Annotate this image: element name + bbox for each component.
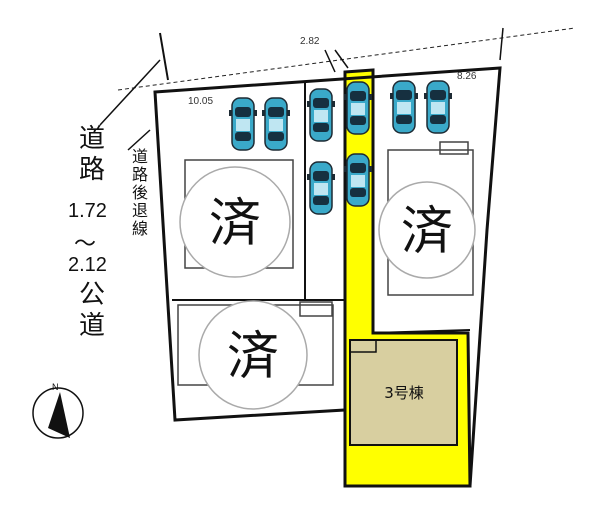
building-3-label: 3号棟 [384,384,424,402]
building-3-footprint [349,339,458,446]
dimension-left-lot: 10.05 [188,96,213,107]
site-boundary [153,66,502,488]
car-icon [389,80,419,134]
road-boundary-line [159,32,169,81]
lot-line-c [372,329,471,334]
setback-leader-line [127,129,151,151]
road-width-to: 2.12 [68,254,107,276]
car-icon [306,161,336,215]
car-icon [423,80,453,134]
car-icon [228,97,258,151]
car-icon [306,88,336,142]
road-leader-line [99,59,161,126]
svg-text:N: N [52,382,59,392]
car-icon [261,97,291,151]
north-compass-icon: N [32,382,84,439]
svg-text:済: 済 [227,327,279,387]
sold-marker-left: 済 [179,166,291,278]
road-label: 道 路 [78,124,105,186]
dimension-right-lot: 8.26 [457,71,477,82]
road-width-from: 1.72 [68,200,107,222]
sold-marker-right: 済 [378,181,476,279]
svg-text:済: 済 [401,202,453,262]
sold-marker-bottom: 済 [198,300,308,410]
road-width-tilde: ～ [74,232,97,257]
right-boundary-stub [499,27,504,61]
road-setback-label: 道路後退線 [129,148,148,238]
car-icon [343,81,373,135]
road-type-label: 公 道 [78,280,105,342]
svg-text:済: 済 [209,194,261,254]
car-icon [343,153,373,207]
dimension-top-gap: 2.82 [300,36,320,47]
